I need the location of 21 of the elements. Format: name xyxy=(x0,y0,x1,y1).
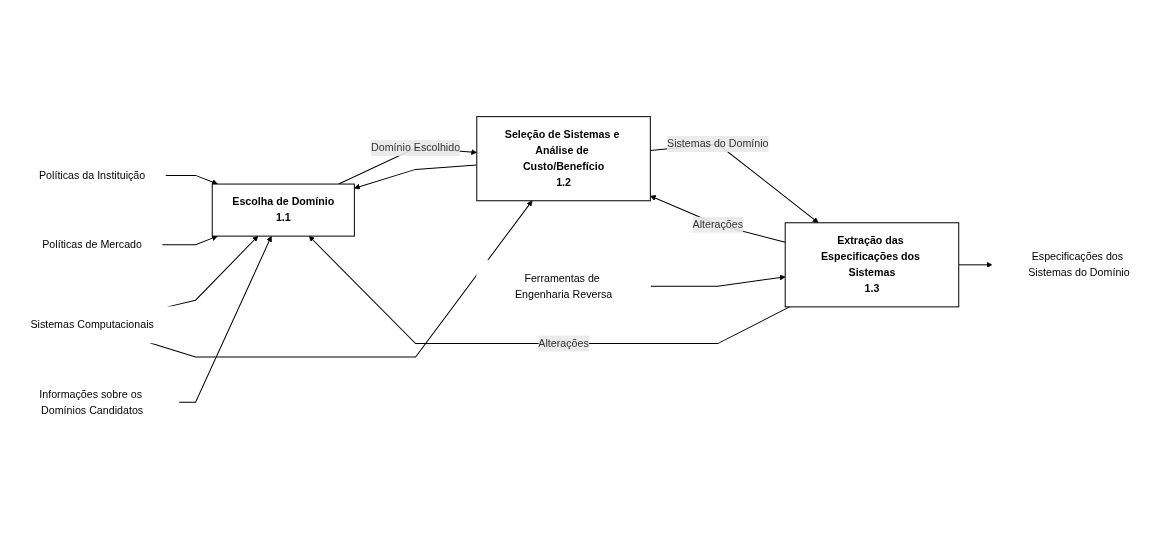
edge-label: Alterações xyxy=(692,218,743,231)
arrow xyxy=(354,164,478,190)
node-text: Políticas da Instituição xyxy=(38,169,146,181)
arrow xyxy=(161,235,218,246)
node-text: Informações sobre os Domínios Candidatos xyxy=(39,388,144,416)
node-box: Extração das Especificações dos Sistemas 1.3 xyxy=(784,222,960,308)
arrow xyxy=(650,195,786,243)
node-box: Escolha de Domínio 1.1 xyxy=(211,183,355,237)
node-text: Especificações dos Sistemas do Domínio xyxy=(1028,250,1130,279)
arrow xyxy=(958,261,993,268)
arrow xyxy=(649,274,786,287)
arrow xyxy=(178,235,272,403)
node-text: Sistemas Computacionais xyxy=(30,318,154,331)
edge-label: Sistemas do Domínio xyxy=(667,138,769,150)
edge-label: Domínio Escolhido xyxy=(371,142,461,154)
arrow xyxy=(164,174,218,185)
node-text: Políticas de Mercado xyxy=(42,238,142,251)
arrow xyxy=(308,235,791,345)
edge-label: Alterações xyxy=(538,337,589,349)
node-box: Seleção de Sistemas e Análise de Custo/Benefício 1.2 xyxy=(476,116,651,202)
node-text: Ferramentas de Engenharia Reversa xyxy=(514,272,613,300)
